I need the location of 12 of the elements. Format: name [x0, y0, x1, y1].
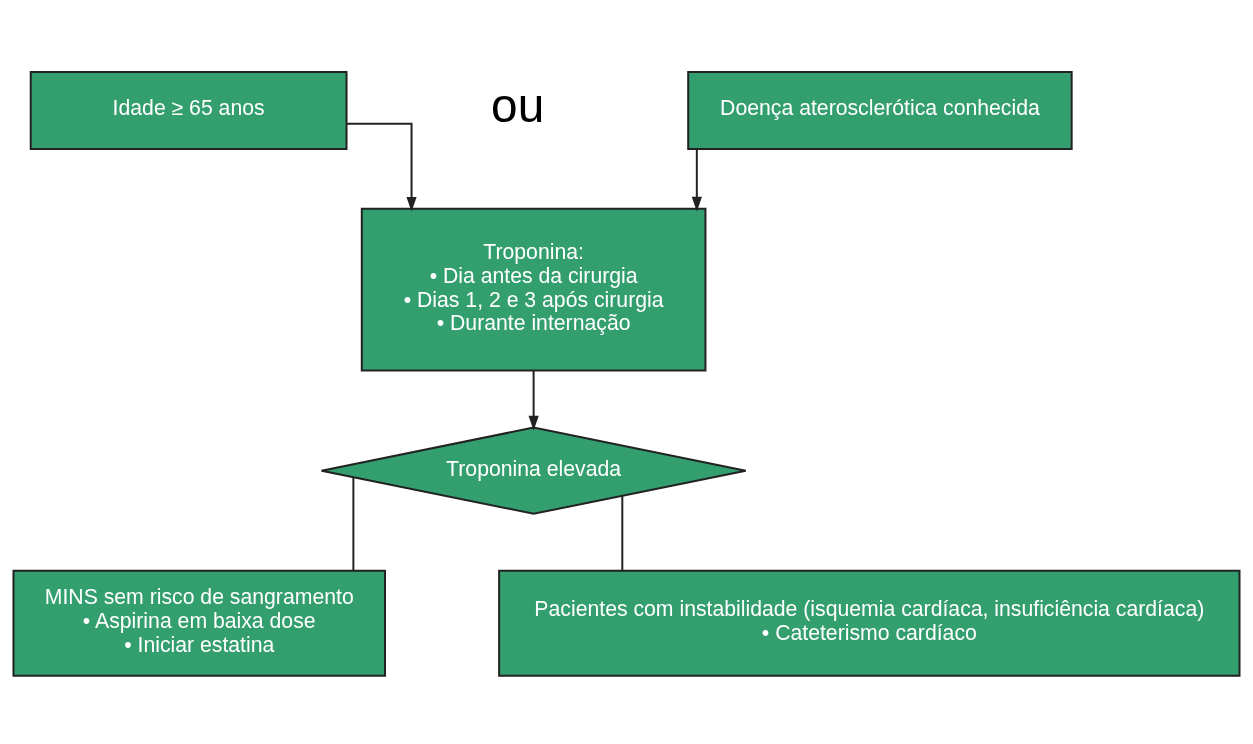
node-box: Pacientes com instabilidade (isquemia cardíaca, insuficiência cardíaca) • Cateterismo cardíaco [498, 569, 1241, 677]
arrow [528, 369, 539, 430]
arrow [691, 147, 702, 211]
node-diamond: Troponina elevada [320, 426, 747, 515]
connector [352, 475, 355, 572]
arrow [346, 122, 417, 212]
connector [621, 494, 624, 572]
label: ou [491, 78, 545, 132]
node-box: MINS sem risco de sangramento • Aspirina em baixa dose • Iniciar estatina [12, 569, 386, 677]
node-box: Troponina: • Dia antes da cirurgia • Dias 1, 2 e 3 após cirurgia • Durante internação [360, 207, 707, 371]
node-box: Doença aterosclerótica conhecida [687, 70, 1073, 150]
node-box: Idade ≥ 65 anos [29, 70, 348, 150]
